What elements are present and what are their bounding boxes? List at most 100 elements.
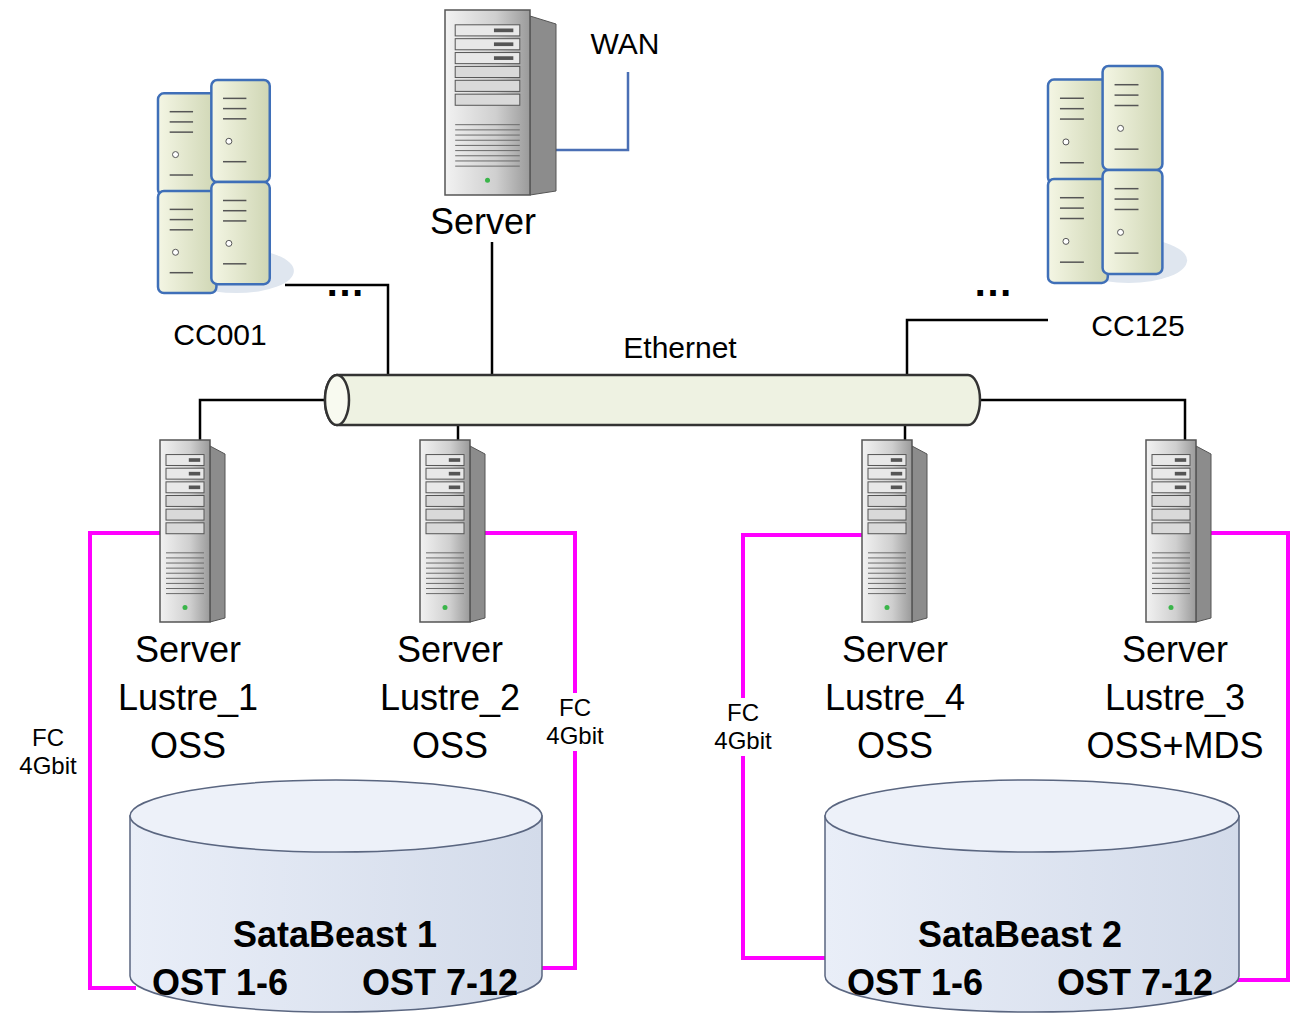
drive-line <box>1115 252 1139 254</box>
node-text: CC125 <box>1068 306 1208 346</box>
drive-bay <box>426 523 464 534</box>
server-side <box>1196 446 1211 622</box>
cluster-node: CC125 <box>1040 64 1210 348</box>
drive-line <box>1060 197 1084 199</box>
computer-box <box>1103 170 1163 274</box>
drive-bay <box>166 523 204 534</box>
drive-line <box>170 229 193 231</box>
server-node: Server <box>410 8 560 250</box>
vent-line <box>166 557 204 558</box>
vent-line <box>455 150 520 151</box>
drive-slot <box>449 458 460 462</box>
drive-line <box>1115 105 1139 107</box>
ethernet-link <box>907 320 1048 375</box>
drive-line <box>1060 261 1084 263</box>
tube-end <box>325 375 349 425</box>
cluster-node: CC001 <box>150 78 300 357</box>
vent-line <box>426 563 464 564</box>
vent-line <box>455 124 520 125</box>
vent-line <box>166 593 204 594</box>
drive-bay <box>868 468 906 479</box>
oss-server: Server Lustre_1 OSS <box>83 438 293 773</box>
drive-slot <box>891 458 902 462</box>
drive-bay <box>868 509 906 520</box>
vent-line <box>1152 568 1190 569</box>
drive-bay <box>426 455 464 466</box>
storage-array: SataBeast 2OST 1-6OST 7-12 <box>823 776 1241 1018</box>
node-text: Server <box>413 202 553 242</box>
drive-slot <box>891 486 902 490</box>
vent-line <box>166 583 204 584</box>
power-button <box>1118 125 1124 131</box>
node-text: OST 1-6 <box>135 963 305 1003</box>
server-side <box>912 446 927 622</box>
power-button <box>173 152 179 158</box>
vent-line <box>455 145 520 146</box>
node-illustration <box>150 78 300 354</box>
drive-line <box>223 118 246 120</box>
drive-line <box>1115 94 1139 96</box>
power-led <box>485 178 490 183</box>
computer-box <box>211 182 269 284</box>
drive-bay <box>1152 482 1190 493</box>
drive-bay <box>1152 468 1190 479</box>
node-illustration <box>83 438 293 773</box>
vent-line <box>455 140 520 141</box>
drive-bay <box>426 496 464 507</box>
vent-line <box>166 568 204 569</box>
node-text: OST 1-6 <box>830 963 1000 1003</box>
vent-line <box>868 578 906 579</box>
power-button <box>1118 229 1124 235</box>
drive-bay <box>426 509 464 520</box>
drive-line <box>170 121 193 123</box>
power-button <box>1063 139 1069 145</box>
drive-slot <box>1175 472 1186 476</box>
drive-slot <box>189 486 200 490</box>
vent-line <box>1152 588 1190 589</box>
node-text: Ethernet <box>580 328 780 368</box>
drive-line <box>1115 209 1139 211</box>
vent-line <box>1152 557 1190 558</box>
server-side <box>530 16 556 195</box>
drive-bay <box>426 468 464 479</box>
computer-box <box>1103 66 1163 170</box>
drive-line <box>223 161 246 163</box>
power-led <box>443 605 448 610</box>
drive-line <box>170 209 193 211</box>
drive-line <box>1060 98 1084 100</box>
node-text: Server Lustre_2 OSS <box>345 626 555 770</box>
drive-line <box>1060 162 1084 164</box>
vent-line <box>868 557 906 558</box>
drive-line <box>1060 108 1084 110</box>
computer-box <box>1048 179 1108 283</box>
drive-bay <box>455 39 520 50</box>
node-text: OST 7-12 <box>345 963 535 1003</box>
drive-bay <box>1152 455 1190 466</box>
link-label: FC 4Gbit <box>709 698 777 756</box>
drive-slot <box>494 56 513 60</box>
vent-line <box>166 552 204 553</box>
computer-box <box>158 93 216 195</box>
ellipsis: … <box>953 262 1033 302</box>
vent-line <box>166 563 204 564</box>
drive-bay <box>868 455 906 466</box>
link-label: FC 4Gbit <box>541 693 609 751</box>
drive-bay <box>1152 523 1190 534</box>
drive-slot <box>891 472 902 476</box>
vent-line <box>426 568 464 569</box>
drive-line <box>223 108 246 110</box>
drive-slot <box>1175 486 1186 490</box>
power-button <box>226 138 232 144</box>
vent-line <box>426 552 464 553</box>
node-text: SataBeast 1 <box>185 915 485 955</box>
drive-bay <box>166 455 204 466</box>
oss-mds-server: Server Lustre_3 OSS+MDS <box>1070 438 1280 773</box>
computer-box <box>211 80 269 182</box>
node-illustration <box>345 438 555 773</box>
drive-bay <box>868 496 906 507</box>
drive-bay <box>455 25 520 36</box>
drive-slot <box>189 458 200 462</box>
node-text: SataBeast 2 <box>870 915 1170 955</box>
computer-box <box>1048 80 1108 184</box>
drive-slot <box>449 472 460 476</box>
